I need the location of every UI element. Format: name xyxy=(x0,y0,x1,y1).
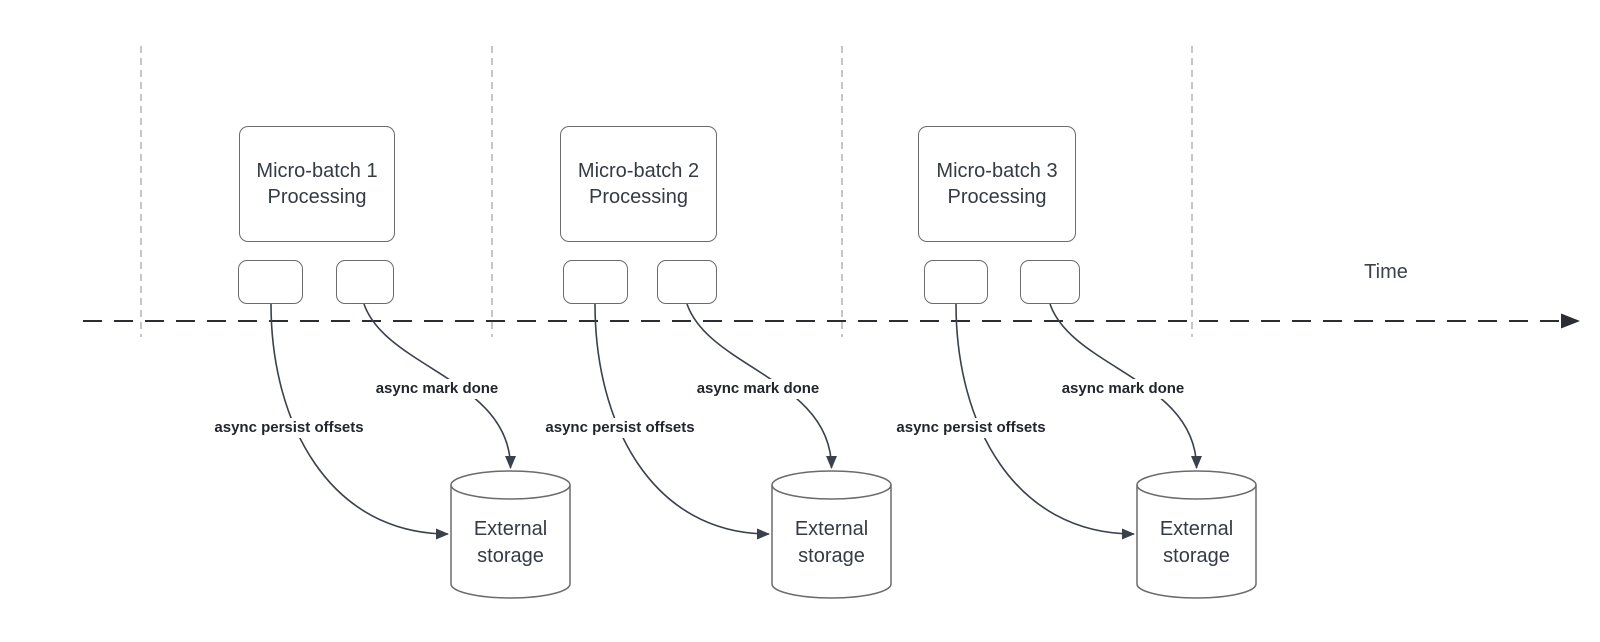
micro-batch-2-box: Micro-batch 2 Processing xyxy=(560,126,717,242)
persist-offsets-arrow-2 xyxy=(594,303,770,540)
storage-label-3: External storage xyxy=(1159,518,1234,567)
async-op-box-persist-3 xyxy=(924,260,988,304)
async-op-box-mark-1 xyxy=(336,260,394,304)
mark-done-label-1: async mark done xyxy=(372,379,502,399)
persist-offsets-arrow-3 xyxy=(955,303,1135,540)
external-storage-cylinder-3 xyxy=(1136,470,1257,599)
async-op-box-persist-1 xyxy=(238,260,303,304)
storage-label-1: External storage xyxy=(473,518,548,567)
persist-offsets-label-2: async persist offsets xyxy=(542,418,698,438)
external-storage-cylinder-2 xyxy=(771,470,892,599)
async-op-box-mark-2 xyxy=(657,260,717,304)
mark-done-label-2: async mark done xyxy=(693,379,823,399)
external-storage-cylinder-1 xyxy=(450,470,571,599)
time-axis-arrowhead xyxy=(1561,313,1580,329)
micro-batch-3-box: Micro-batch 3 Processing xyxy=(918,126,1076,242)
storage-label-2: External storage xyxy=(794,518,869,567)
persist-offsets-label-1: async persist offsets xyxy=(211,418,367,438)
persist-offsets-arrow-1 xyxy=(270,303,449,540)
mark-done-label-3: async mark done xyxy=(1058,379,1188,399)
mark-done-arrow-1 xyxy=(363,303,516,469)
micro-batch-1-box: Micro-batch 1 Processing xyxy=(239,126,395,242)
persist-offsets-label-3: async persist offsets xyxy=(893,418,1049,438)
time-label: Time xyxy=(1364,261,1408,283)
mark-done-arrow-2 xyxy=(686,303,837,469)
mark-done-arrow-3 xyxy=(1049,303,1202,469)
async-op-box-mark-3 xyxy=(1020,260,1080,304)
async-op-box-persist-2 xyxy=(563,260,628,304)
